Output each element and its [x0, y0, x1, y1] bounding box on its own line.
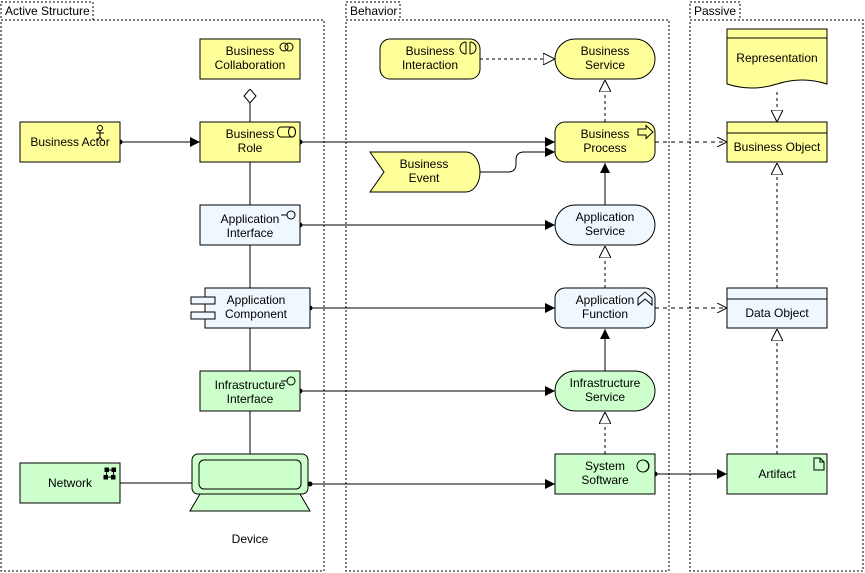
lane-behavior: Behavior — [345, 1, 670, 572]
component-tab-top — [190, 296, 216, 305]
business-object-label: Business Object — [734, 140, 821, 154]
device-base — [189, 493, 311, 512]
infrastructure-interface-label-1: Infrastructure — [215, 378, 286, 392]
infrastructure-interface-label-2: Interface — [227, 392, 274, 406]
business-process[interactable]: Business Process — [554, 121, 656, 163]
application-component-label-1: Application — [227, 293, 286, 307]
infrastructure-interface[interactable]: Infrastructure Interface — [199, 370, 301, 412]
interface-icon — [281, 210, 296, 220]
role-icon — [277, 126, 296, 138]
lane-active-structure: Active Structure — [0, 1, 325, 572]
representation-label: Representation — [736, 51, 817, 65]
connectors — [117, 59, 777, 489]
business-object[interactable]: Business Object — [726, 121, 828, 163]
component-tab-bottom — [190, 311, 216, 320]
business-service[interactable]: Business Service — [554, 38, 656, 80]
device[interactable]: Device — [189, 453, 311, 546]
system-software[interactable]: System Software — [554, 453, 656, 495]
business-process-label-2: Process — [583, 141, 626, 155]
data-object[interactable]: Data Object — [726, 287, 828, 329]
business-actor[interactable]: Business Actor — [19, 121, 121, 163]
process-arrow-icon — [637, 124, 654, 140]
function-chevron-icon — [637, 291, 653, 307]
application-interface-label-2: Interface — [227, 226, 274, 240]
business-interaction-label-1: Business — [406, 44, 455, 58]
business-collaboration-label-1: Business — [226, 44, 275, 58]
application-component[interactable]: Application Component — [190, 287, 311, 329]
business-service-label-1: Business — [581, 44, 630, 58]
business-service-label-2: Service — [585, 58, 625, 72]
artifact-label: Artifact — [758, 467, 796, 481]
trigger-event-process — [480, 147, 555, 173]
business-event[interactable]: Business Event — [369, 151, 481, 193]
business-role-label-1: Business — [226, 127, 275, 141]
interaction-icon — [459, 41, 477, 55]
business-interaction[interactable]: Business Interaction — [379, 38, 481, 80]
device-label: Device — [232, 532, 269, 546]
infrastructure-service[interactable]: Infrastructure Service — [554, 370, 656, 412]
network-icon — [103, 467, 116, 480]
business-collaboration[interactable]: Business Collaboration — [199, 38, 301, 80]
lane-label-passive: Passive — [694, 4, 736, 18]
application-function-label-2: Function — [582, 307, 628, 321]
application-component-label-2: Component — [225, 307, 288, 321]
network-label: Network — [48, 476, 93, 490]
application-function-label-1: Application — [576, 293, 635, 307]
application-service-label-1: Application — [576, 210, 635, 224]
infrastructure-service-label-1: Infrastructure — [570, 376, 641, 390]
data-object-label: Data Object — [745, 306, 809, 320]
collaboration-icon — [279, 42, 289, 52]
application-interface-label-1: Application — [221, 212, 280, 226]
collaboration-icon-b — [284, 42, 294, 52]
actor-icon — [96, 125, 104, 142]
artifact[interactable]: Artifact — [726, 453, 828, 495]
network[interactable]: Network — [19, 462, 121, 504]
business-process-label-1: Business — [581, 127, 630, 141]
lane-passive: Passive — [689, 1, 864, 572]
application-function[interactable]: Application Function — [554, 287, 656, 329]
application-service-label-2: Service — [585, 224, 625, 238]
business-event-label-1: Business — [400, 157, 449, 171]
business-actor-label: Business Actor — [30, 135, 109, 149]
device-screen — [198, 459, 302, 490]
system-software-label-1: System — [585, 459, 625, 473]
business-collaboration-label-2: Collaboration — [215, 58, 286, 72]
artifact-icon — [813, 457, 825, 471]
system-software-icon — [636, 459, 650, 473]
lane-label-behavior: Behavior — [350, 4, 397, 18]
representation[interactable]: Representation — [726, 28, 828, 89]
lane-label-active: Active Structure — [5, 4, 90, 18]
business-role[interactable]: Business Role — [199, 121, 301, 163]
business-interaction-label-2: Interaction — [402, 58, 458, 72]
interface-icon — [281, 376, 296, 386]
system-software-label-2: Software — [581, 473, 629, 487]
business-event-label-2: Event — [409, 171, 440, 185]
business-role-label-2: Role — [238, 141, 263, 155]
infrastructure-service-label-2: Service — [585, 390, 625, 404]
application-service[interactable]: Application Service — [554, 204, 656, 246]
application-interface[interactable]: Application Interface — [199, 204, 301, 246]
